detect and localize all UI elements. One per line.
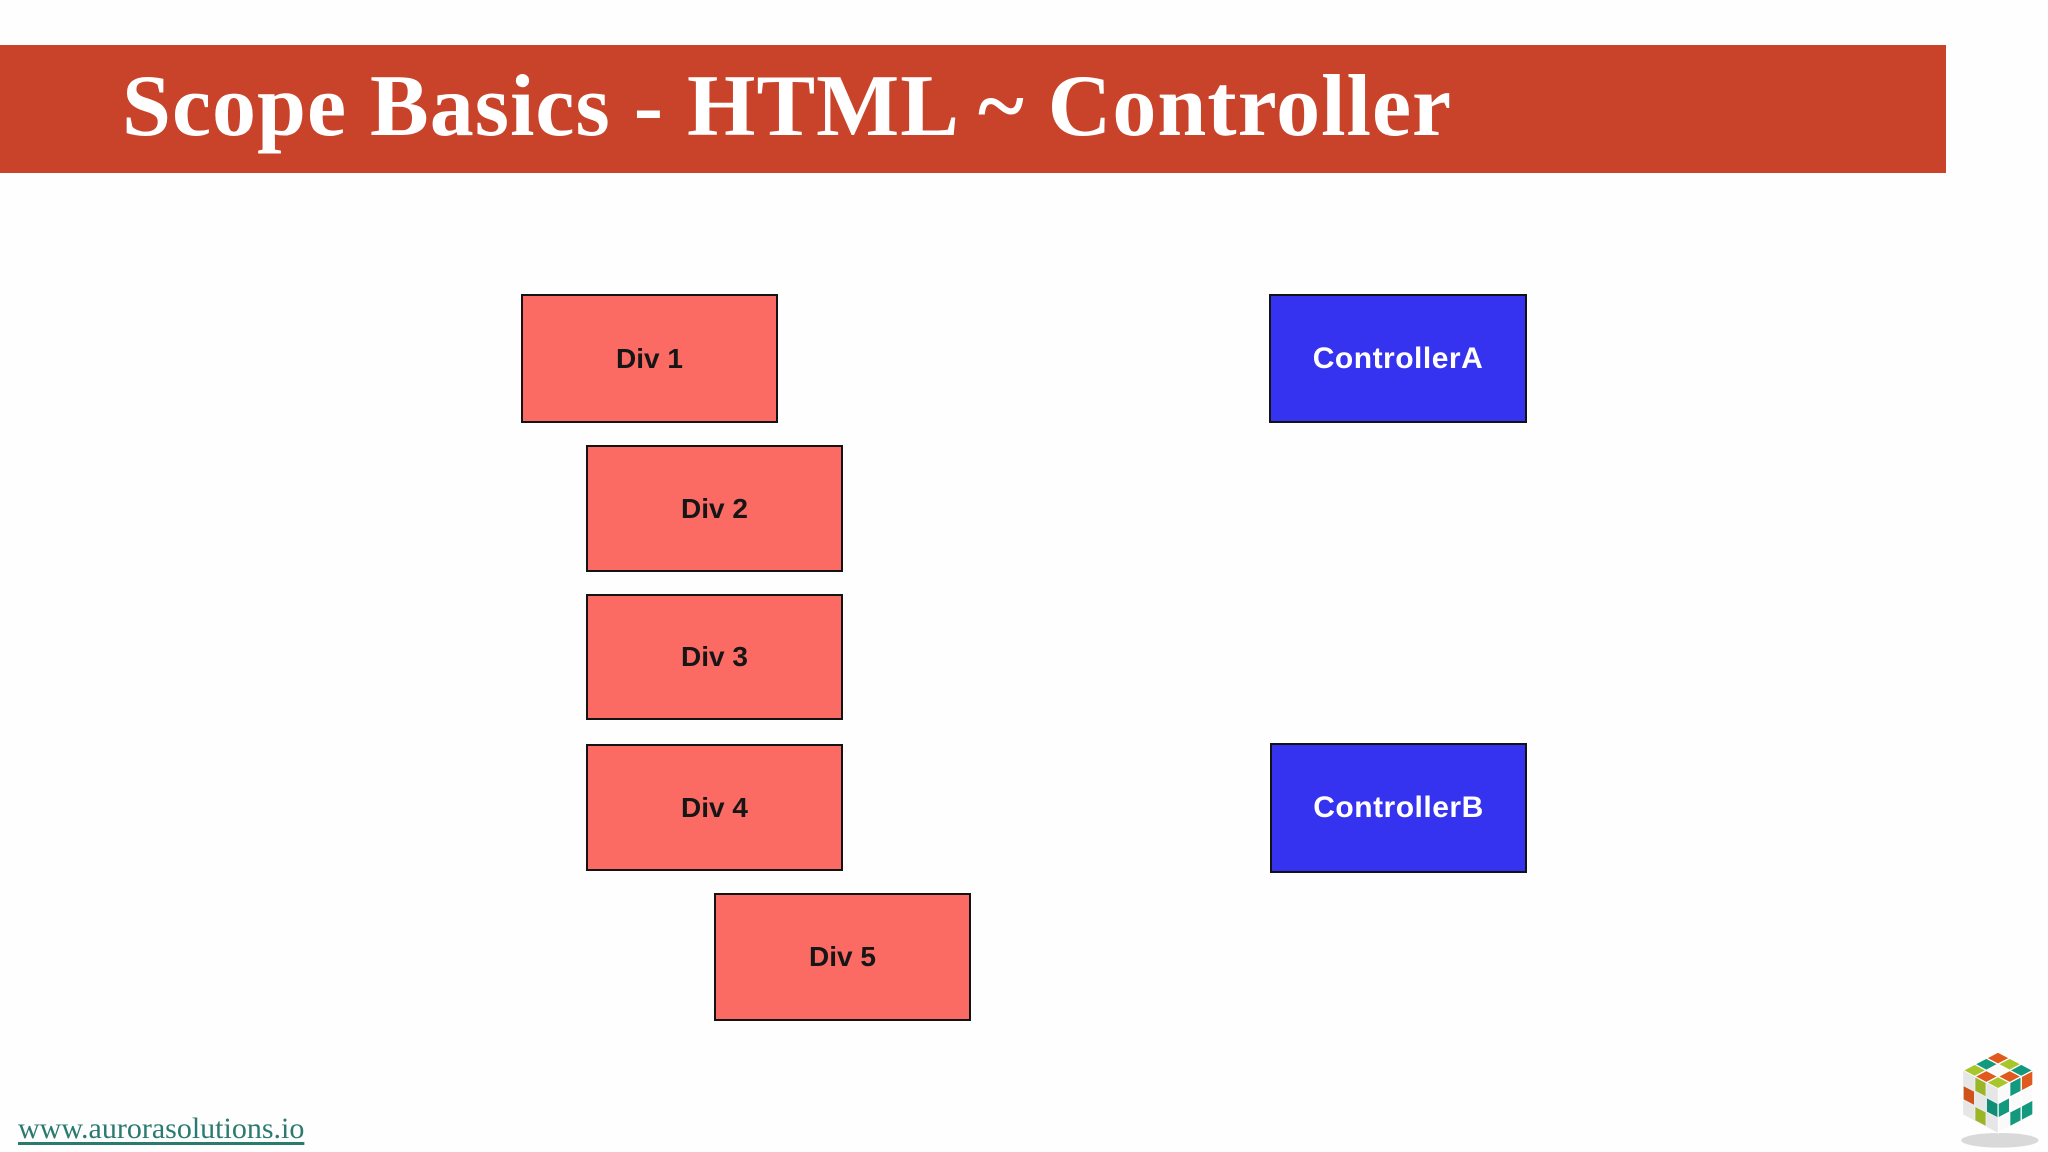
div-4-label: Div 4 <box>681 791 748 823</box>
slide-title: Scope Basics - HTML ~ Controller <box>122 58 1453 155</box>
aurora-cube-logo <box>1952 1046 2044 1150</box>
controller-a-label: ControllerA <box>1312 341 1484 375</box>
div-4-box: Div 4 <box>586 744 843 871</box>
controller-a-box: ControllerA <box>1269 294 1527 423</box>
title-bar: Scope Basics - HTML ~ Controller <box>0 45 1946 173</box>
controller-b-box: ControllerB <box>1270 743 1527 873</box>
div-1-label: Div 1 <box>616 342 683 374</box>
div-1-box: Div 1 <box>521 294 778 423</box>
div-3-box: Div 3 <box>586 594 843 720</box>
div-5-label: Div 5 <box>809 941 876 972</box>
div-3-label: Div 3 <box>681 641 748 672</box>
div-5-box: Div 5 <box>714 893 971 1021</box>
website-link[interactable]: www.aurorasolutions.io <box>18 1112 305 1145</box>
div-2-box: Div 2 <box>586 445 843 572</box>
div-2-label: Div 2 <box>681 492 748 524</box>
controller-b-label: ControllerB <box>1313 791 1484 824</box>
